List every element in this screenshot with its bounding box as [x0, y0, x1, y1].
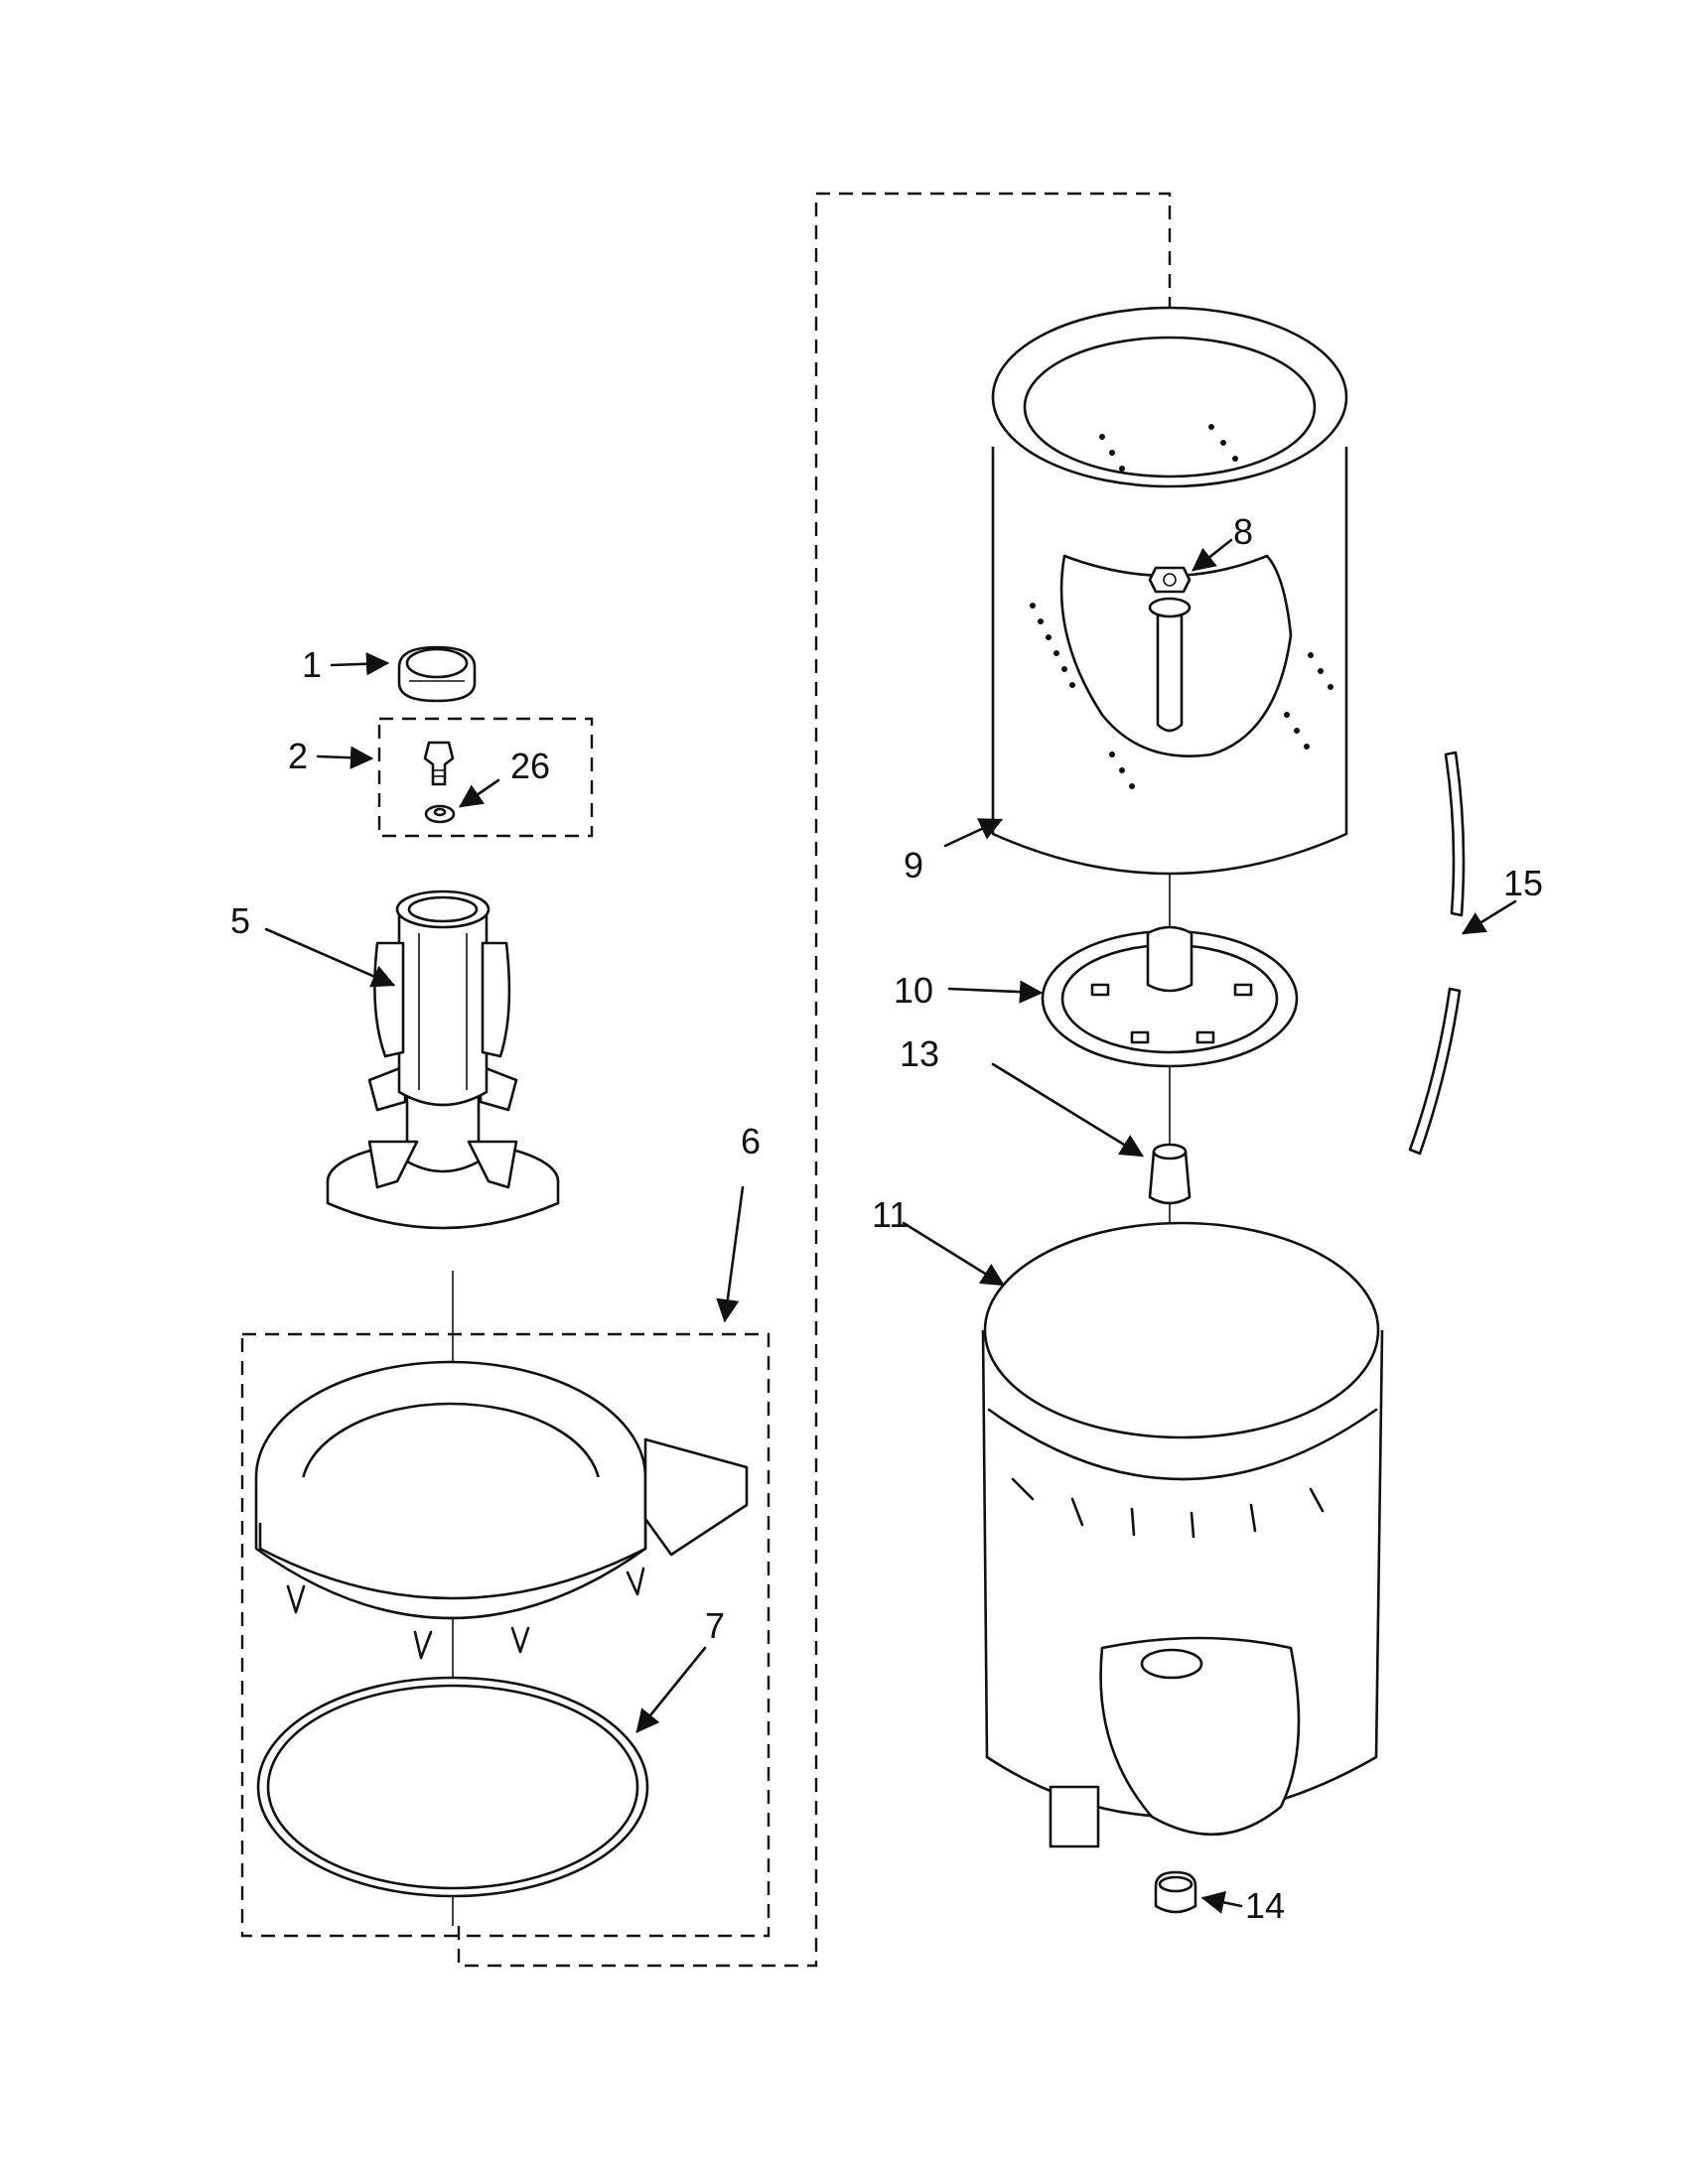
- callout-15: 15: [1503, 863, 1543, 903]
- nut-part: [1148, 566, 1192, 594]
- leader-14: [1200, 1890, 1243, 1914]
- callout-11: 11: [872, 1194, 909, 1235]
- bolt-part: [423, 741, 455, 786]
- leader-8: [1192, 538, 1233, 572]
- leader-15: [1462, 899, 1517, 935]
- leader-26: [459, 778, 500, 808]
- callout-7: 7: [705, 1605, 725, 1646]
- leader-11: [902, 1221, 1005, 1287]
- callout-2: 2: [288, 736, 308, 776]
- outer-tub-part: [981, 1221, 1384, 1848]
- alignment-dashed-line: [457, 192, 1172, 1968]
- leader-6: [716, 1185, 745, 1323]
- leader-2: [316, 746, 374, 769]
- bolt-kit-box: [377, 717, 594, 838]
- drive-hub-part: [1041, 925, 1299, 1068]
- callout-8: 8: [1233, 511, 1253, 552]
- cap-part: [397, 645, 477, 703]
- callout-10: 10: [894, 970, 933, 1011]
- callout-5: 5: [230, 900, 250, 941]
- callout-1: 1: [302, 644, 322, 685]
- leader-13: [991, 1062, 1144, 1158]
- washer-part: [424, 804, 456, 824]
- leader-9: [943, 818, 1004, 848]
- spin-basket-part: [991, 306, 1348, 876]
- callout-14: 14: [1245, 1885, 1285, 1926]
- callout-26: 26: [510, 746, 550, 786]
- agitator-part: [326, 889, 560, 1230]
- leader-1: [330, 652, 390, 676]
- tub-ring-seal-part: [256, 1676, 649, 1898]
- tub-ring-part: [254, 1360, 749, 1660]
- callout-13: 13: [900, 1033, 939, 1074]
- hub-seal-part: [1148, 1143, 1192, 1205]
- callout-9: 9: [904, 845, 923, 886]
- tub-plug-part: [1154, 1870, 1197, 1914]
- hose-part: [1408, 751, 1466, 1156]
- tub-ring-box: [240, 1332, 771, 1938]
- leader-5: [264, 927, 396, 988]
- leader-10: [947, 980, 1044, 1004]
- callout-6: 6: [741, 1121, 761, 1161]
- leader-7: [635, 1646, 707, 1733]
